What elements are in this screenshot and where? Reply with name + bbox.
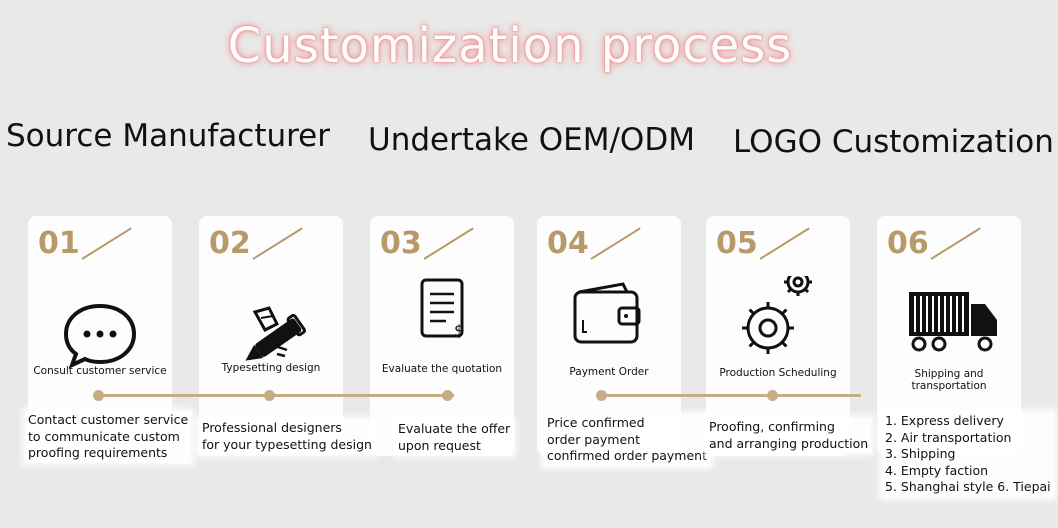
step-label: Production Scheduling (719, 367, 837, 379)
divider (759, 227, 810, 260)
divider (252, 227, 303, 260)
step-number: 03 (380, 226, 422, 261)
step-label: Typesetting design (221, 362, 321, 374)
divider (930, 227, 981, 260)
timeline-line-left (98, 394, 454, 397)
timeline-line-right (601, 394, 861, 397)
heading-source-manufacturer: Source Manufacturer (6, 118, 331, 154)
step-label: Payment Order (569, 366, 649, 378)
heading-oem-odm: Undertake OEM/ODM (368, 122, 695, 158)
step-card-02: 02 Typesetting design (199, 216, 343, 456)
chat-icon (63, 303, 137, 369)
document-dollar-icon: $ (420, 278, 464, 340)
divider (81, 227, 132, 260)
timeline-dot (596, 390, 607, 401)
heading-logo-customization: LOGO Customization (733, 124, 1054, 160)
step-card-05: 05 Production Scheduling (706, 216, 850, 456)
step-card-03: 03 $ Evaluate the quotation (370, 216, 514, 456)
truck-icon (909, 292, 997, 352)
step-label: Evaluate the quotation (381, 363, 503, 375)
step-label: Shipping and transportation (911, 368, 987, 392)
divider (423, 227, 474, 260)
divider (590, 227, 641, 260)
timeline-dot (442, 390, 453, 401)
page-title: Customization process (227, 18, 793, 74)
step-number: 02 (209, 226, 251, 261)
timeline-dot (767, 390, 778, 401)
timeline-dot (93, 390, 104, 401)
step-label: Consult customer service (33, 365, 167, 377)
gears-icon (742, 276, 812, 354)
step-number: 01 (38, 226, 80, 261)
svg-text:$: $ (454, 321, 464, 340)
step-number: 04 (547, 226, 589, 261)
wallet-icon (573, 282, 641, 344)
timeline-dot (264, 390, 275, 401)
pen-icon (245, 306, 307, 361)
step-number: 05 (716, 226, 758, 261)
step-number: 06 (887, 226, 929, 261)
